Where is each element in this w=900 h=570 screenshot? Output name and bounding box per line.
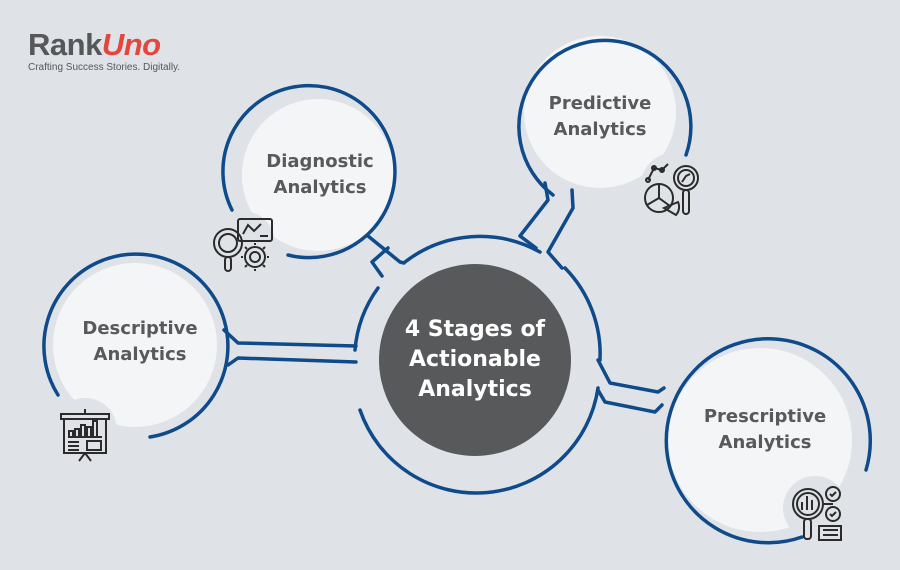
predictive-outline — [517, 38, 693, 197]
center-ring-left — [353, 286, 380, 352]
diagnostic-outline — [221, 83, 397, 260]
logo-tagline: Crafting Success Stories. Digitally. — [28, 62, 181, 73]
diagnostic-node-disc — [242, 99, 394, 251]
stage-prescriptive-label: Prescriptive Analytics — [703, 406, 827, 453]
prescriptive-outline — [664, 337, 872, 545]
brand-logo: RankUno Crafting Success Stories. Digita… — [28, 27, 181, 73]
center-ring-top — [403, 234, 542, 264]
center-ring-bottom — [358, 386, 600, 495]
center-ring-right-top — [563, 266, 602, 362]
predictive-node-disc — [524, 36, 676, 188]
presentation-chart-icon — [60, 409, 110, 462]
magnifier-checklist-icon — [792, 486, 842, 541]
stage-predictive-label: Predictive Analytics — [548, 93, 652, 140]
stage-diagnostic-label: Diagnostic Analytics — [266, 151, 374, 198]
center-title: 4 Stages of Actionable Analytics — [404, 317, 546, 402]
magnifier-gear-chart-icon — [213, 218, 273, 272]
descriptive-node-disc — [53, 263, 217, 427]
center-disc — [379, 264, 571, 456]
stage-descriptive-label: Descriptive Analytics — [82, 318, 198, 365]
logo-uno-text: Uno — [101, 27, 161, 62]
descriptive-outline — [42, 252, 230, 439]
logo-rank-text: Rank — [28, 27, 102, 62]
pie-chart-magnifier-icon — [644, 163, 699, 217]
